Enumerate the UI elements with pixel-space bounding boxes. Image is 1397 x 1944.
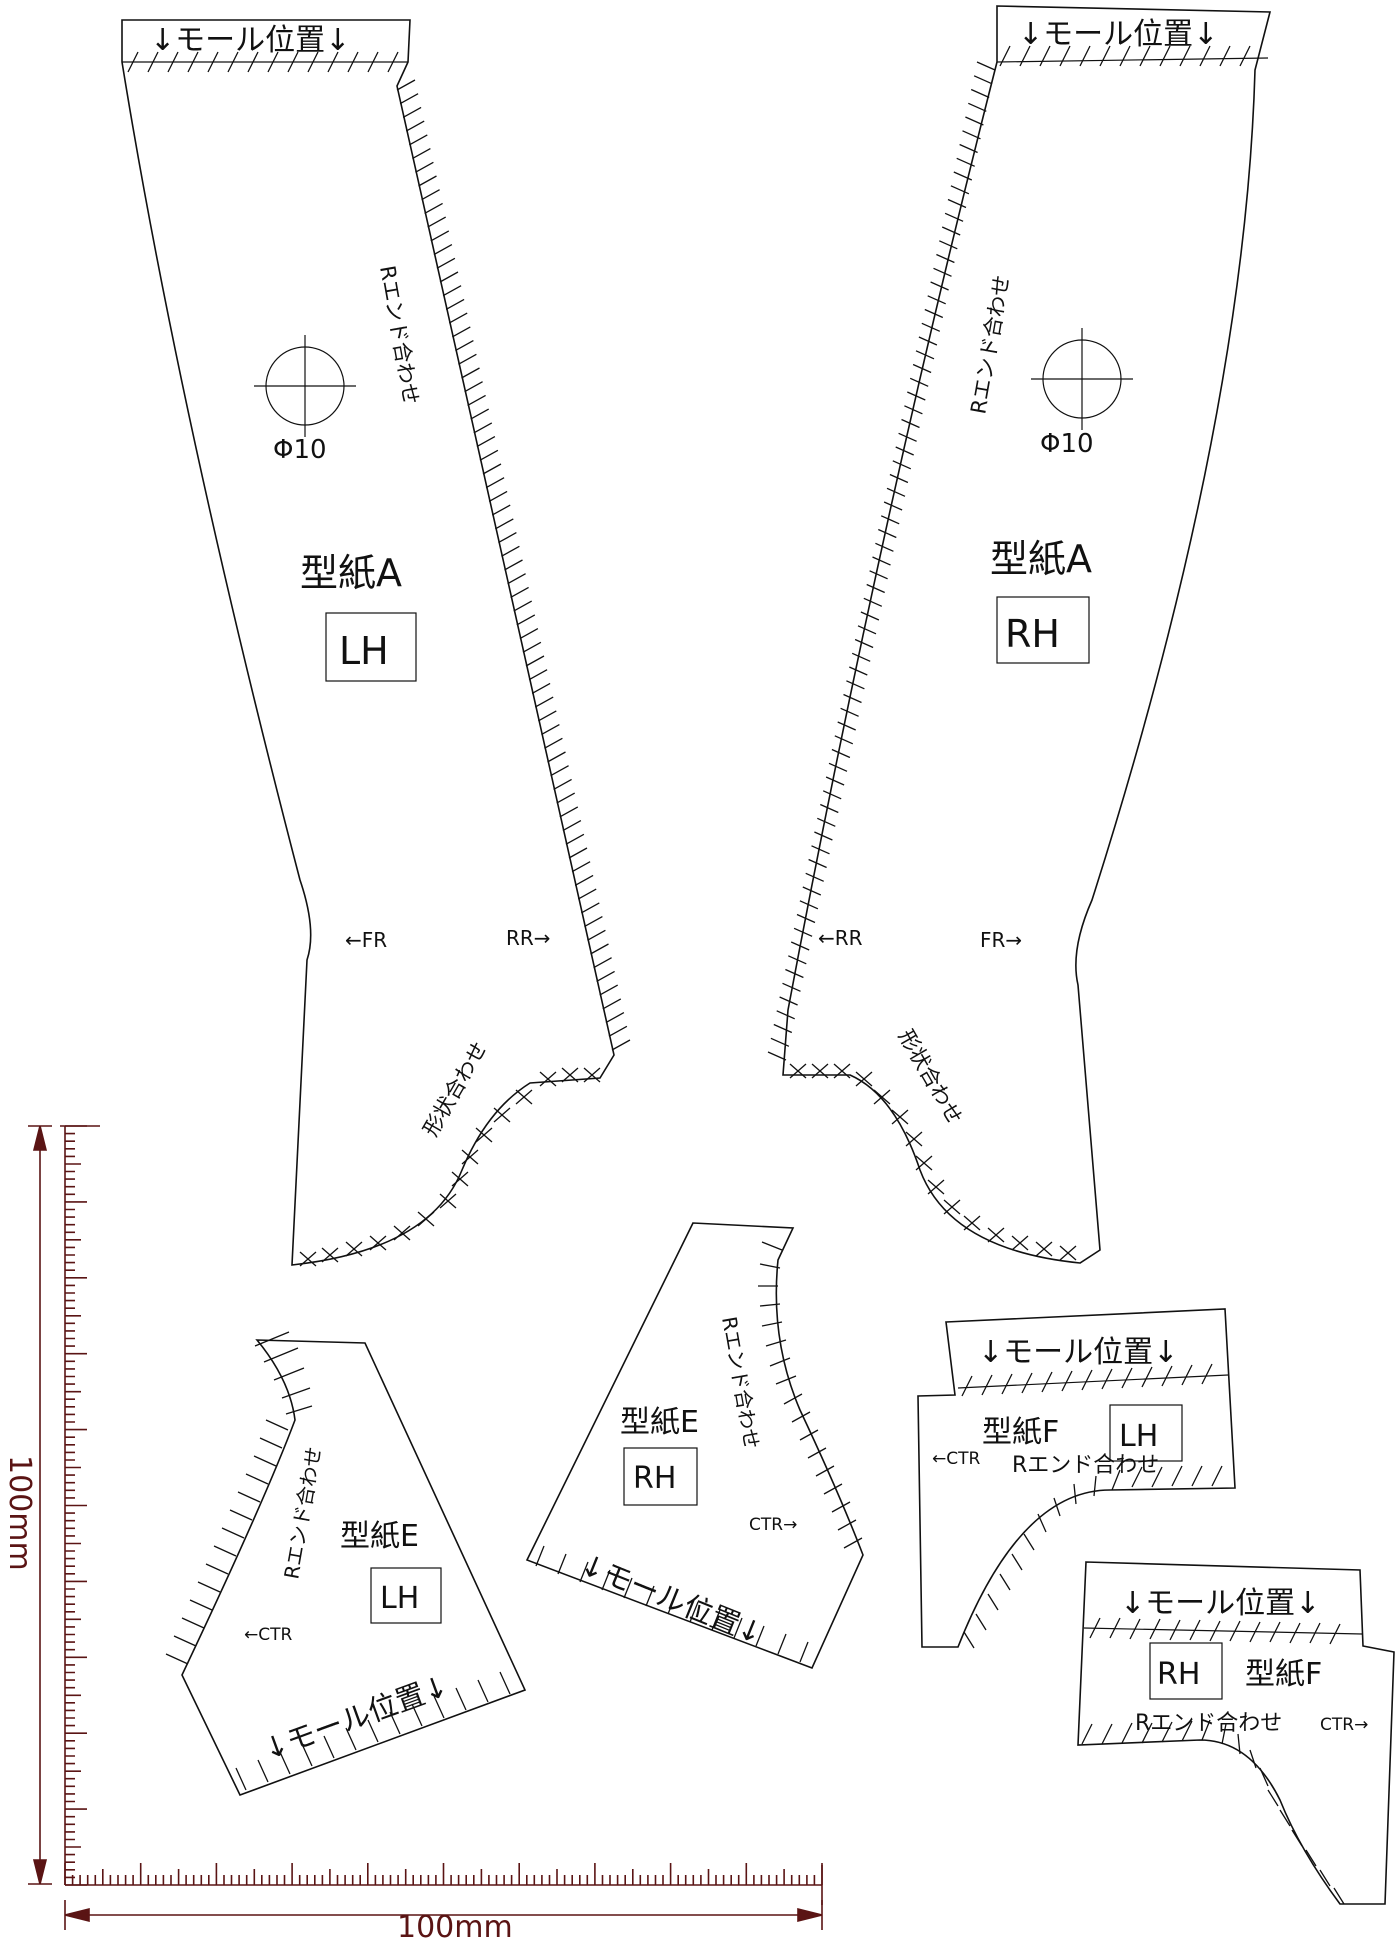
piece-a-lh: Φ10 型紙A LH ←FR RR→ Rエンド合わせ 形状合わせ ↓モール位置↓ <box>121 19 631 1267</box>
ctr-label-e-rh: CTR→ <box>749 1515 797 1535</box>
fr-label-a-lh: ←FR <box>345 928 387 952</box>
vertical-ruler-ticks <box>65 1125 87 1886</box>
r-end-label-a-rh: Rエンド合わせ <box>966 273 1014 416</box>
mole-label-e-rh: ↓モール位置↓ <box>575 1547 767 1651</box>
rr-label-a-rh: ←RR <box>818 926 863 950</box>
fr-label-a-rh: FR→ <box>980 928 1022 952</box>
scale-rulers: 100mm 100mm <box>2 1125 823 1944</box>
ctr-label-f-lh: ←CTR <box>932 1449 980 1469</box>
side-box-e-lh <box>370 1567 442 1624</box>
side-label-e-rh: RH <box>633 1461 676 1496</box>
piece-e-rh: Rエンド合わせ 型紙E RH CTR→ ↓モール位置↓ <box>525 1222 864 1670</box>
piece-name-f-lh: 型紙F <box>982 1415 1059 1450</box>
piece-name-a-rh: 型紙A <box>990 537 1092 581</box>
hatch-curve-e-lh <box>165 1331 313 1665</box>
ctr-label-e-lh: ←CTR <box>244 1625 292 1645</box>
mole-label-a-lh: ↓モール位置↓ <box>150 23 350 58</box>
hatch-bottom-e-lh <box>235 1671 511 1791</box>
hatch-top-f-lh <box>961 1363 1213 1397</box>
r-end-label-a-lh: Rエンド合わせ <box>375 264 423 407</box>
piece-e-lh: Rエンド合わせ 型紙E LH ←CTR ↓モール位置↓ <box>165 1331 527 1797</box>
side-box-a-rh <box>996 596 1090 664</box>
vertical-scale-label: 100mm <box>2 1455 37 1571</box>
side-label-a-rh: RH <box>1005 612 1060 656</box>
horizontal-ruler-ticks <box>64 1863 823 1885</box>
mole-label-f-rh: ↓モール位置↓ <box>1120 1586 1320 1621</box>
piece-name-e-rh: 型紙E <box>620 1405 699 1440</box>
horizontal-scale-label: 100mm <box>397 1910 513 1939</box>
side-box-f-lh <box>1109 1404 1183 1462</box>
hatch-curve-e-rh <box>758 1241 863 1549</box>
side-box-f-rh <box>1149 1642 1223 1700</box>
piece-f-lh: 型紙F LH ←CTR Rエンド合わせ ↓モール位置↓ <box>917 1308 1236 1649</box>
piece-a-rh: Φ10 型紙A RH ←RR FR→ Rエンド合わせ 形状合わせ ↓モール位置↓ <box>767 5 1272 1264</box>
mole-label-a-rh: ↓モール位置↓ <box>1018 17 1218 52</box>
hole-label-a-rh: Φ10 <box>1040 429 1094 459</box>
hatch-edge-a-lh <box>396 79 631 1051</box>
ctr-label-f-rh: CTR→ <box>1320 1715 1368 1735</box>
piece-name-f-rh: 型紙F <box>1245 1657 1322 1692</box>
mole-label-f-lh: ↓モール位置↓ <box>978 1335 1178 1370</box>
piece-f-rh: ↓モール位置↓ RH 型紙F Rエンド合わせ CTR→ <box>1077 1561 1395 1905</box>
hole-label-a-lh: Φ10 <box>273 435 327 465</box>
rr-label-a-lh: RR→ <box>506 926 551 950</box>
r-end-label-f-rh: Rエンド合わせ <box>1135 1711 1282 1736</box>
side-box-e-rh <box>623 1447 698 1506</box>
shape-label-a-lh: 形状合わせ <box>419 1038 492 1141</box>
side-label-f-rh: RH <box>1157 1657 1200 1692</box>
hatch-edge-a-rh <box>767 61 996 1061</box>
side-label-f-lh: LH <box>1119 1419 1158 1454</box>
hatch-curve-f-rh <box>1081 1719 1345 1905</box>
piece-name-e-lh: 型紙E <box>340 1519 419 1554</box>
hatch-top-a-lh <box>127 51 399 73</box>
side-label-a-lh: LH <box>339 629 389 673</box>
hatch-bottom-a-rh <box>789 1063 1077 1261</box>
r-end-label-f-lh: Rエンド合わせ <box>1012 1453 1159 1478</box>
r-end-label-e-rh: Rエンド合わせ <box>717 1315 764 1451</box>
hatch-top-f-rh <box>1089 1617 1341 1645</box>
side-box-a-lh <box>325 612 417 682</box>
hatch-top-a-rh <box>999 45 1251 67</box>
hatch-bottom-e-rh <box>535 1545 809 1663</box>
piece-name-a-lh: 型紙A <box>300 551 402 595</box>
hatch-bottom-a-lh <box>299 1067 601 1267</box>
side-label-e-lh: LH <box>380 1581 419 1616</box>
hatch-curve-f-lh <box>963 1465 1223 1649</box>
r-end-label-e-lh: Rエンド合わせ <box>279 1445 326 1581</box>
